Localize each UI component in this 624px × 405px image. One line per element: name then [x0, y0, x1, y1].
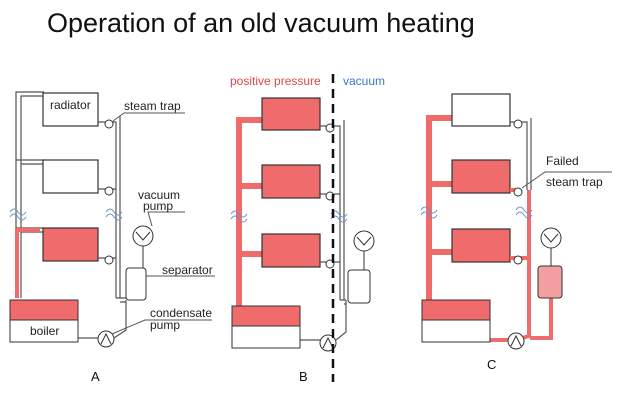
label-vacuum-pump-2: pump — [143, 199, 173, 213]
steam-supply-heated — [15, 228, 40, 298]
radiator-3 — [42, 227, 99, 262]
separator-icon — [537, 265, 563, 299]
radiator-3 — [451, 228, 511, 263]
supply-pipe — [15, 91, 44, 298]
label-failed: Failed — [546, 154, 579, 168]
radiator-1 — [42, 92, 99, 127]
separator-icon — [125, 267, 147, 301]
break-line-icon — [105, 208, 123, 221]
label-vacuum-pump-1: vacuum — [138, 188, 180, 202]
steam-trap-icon — [513, 255, 523, 265]
boiler — [9, 319, 79, 343]
diagram-title: Operation of an old vacuum heating — [47, 8, 475, 38]
caption-a: A — [91, 369, 100, 384]
label-steam-trap: steam trap — [124, 99, 181, 113]
label-condensate-pump-1: condensate — [150, 306, 212, 320]
boiler-top — [421, 299, 491, 321]
boiler-top — [231, 305, 301, 327]
steam-trap-icon — [104, 255, 114, 265]
label-positive-pressure: positive pressure — [230, 74, 321, 88]
steam-trap-icon — [104, 119, 114, 129]
steam-trap-icon — [104, 186, 114, 196]
pump-icon — [353, 230, 375, 252]
separator-icon — [347, 269, 371, 304]
boiler — [421, 319, 491, 343]
panel-a: radiator steam trap vacuum pump separato… — [9, 91, 215, 384]
caption-b: B — [299, 369, 308, 384]
pump-icon — [540, 227, 562, 249]
break-line-icon — [420, 206, 438, 219]
steam-supply-heated — [236, 117, 262, 306]
radiator-3 — [261, 233, 321, 268]
radiator-2 — [261, 164, 321, 199]
label-separator: separator — [162, 263, 213, 277]
panel-b: positive pressure vacuum B — [230, 74, 385, 384]
label-steam-trap: steam trap — [546, 175, 603, 189]
pump-icon — [132, 225, 154, 247]
break-line-icon — [9, 208, 27, 221]
steam-trap-icon — [513, 119, 523, 129]
boiler-top — [9, 299, 79, 321]
label-radiator: radiator — [50, 98, 91, 112]
steam-supply-heated — [426, 115, 452, 300]
break-line-icon — [515, 206, 533, 219]
label-boiler: boiler — [30, 324, 59, 338]
label-vacuum: vacuum — [343, 74, 385, 88]
radiator-1 — [261, 97, 321, 131]
boiler — [231, 325, 301, 349]
failed-steam-trap-icon — [513, 187, 523, 197]
caption-c: C — [487, 357, 496, 372]
radiator-1 — [451, 93, 511, 127]
return-pipe — [510, 118, 532, 190]
radiator-2 — [42, 159, 99, 194]
label-condensate-pump-2: pump — [150, 318, 180, 332]
panel-c: Failed steam trap C — [420, 93, 612, 372]
break-line-icon — [230, 210, 248, 223]
radiator-2 — [451, 159, 511, 194]
